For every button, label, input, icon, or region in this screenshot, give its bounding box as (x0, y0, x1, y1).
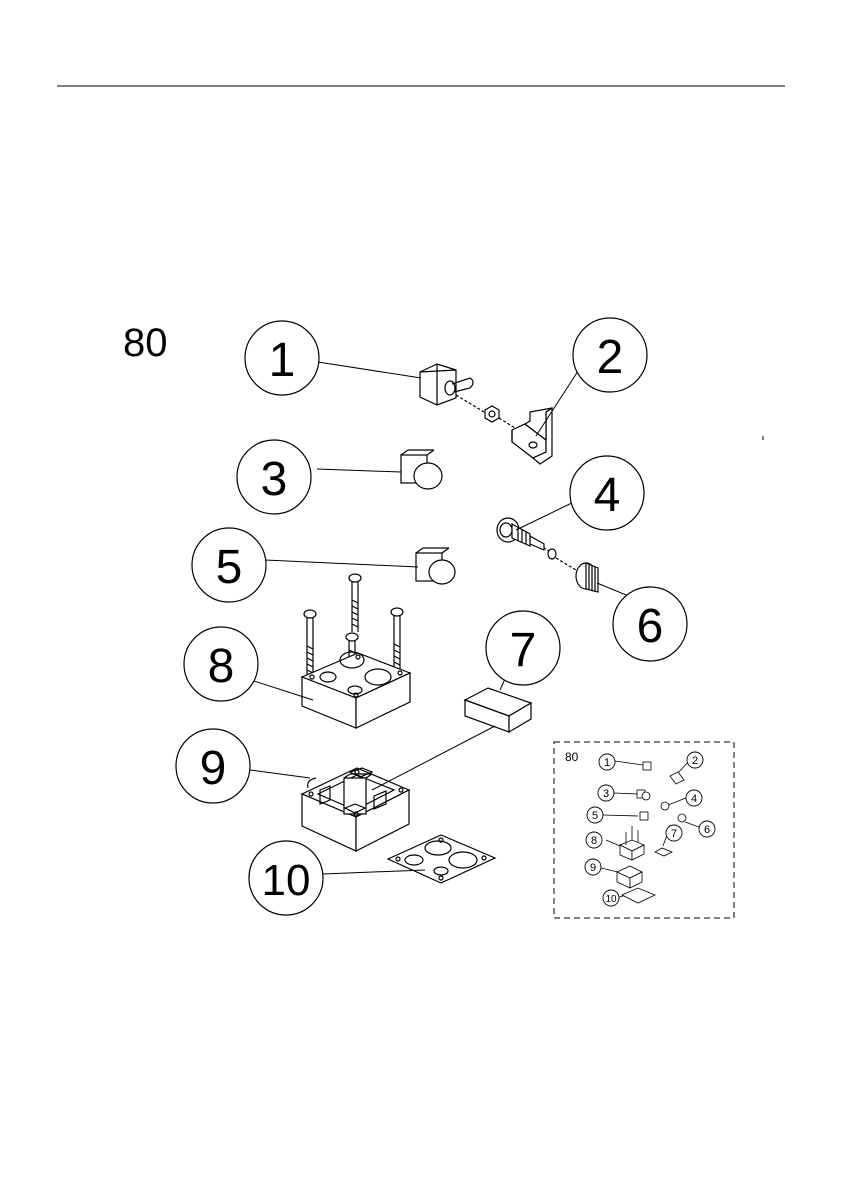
figure-label: 80 (123, 321, 168, 365)
potentiometer-part (497, 518, 576, 570)
callout-9: 9 (176, 729, 250, 803)
callout-10: 10 (249, 841, 323, 915)
bracket-part (512, 408, 552, 464)
callout-4: 4 (570, 456, 644, 530)
inset-callout-4: 4 (691, 793, 697, 805)
callout-4-label: 4 (594, 469, 621, 522)
callout-8: 8 (184, 627, 258, 701)
callout-5-label: 5 (216, 541, 243, 594)
knob-part (576, 563, 598, 592)
callout-1: 1 (245, 321, 319, 395)
bottom-box-part (302, 768, 409, 851)
callout-8-label: 8 (208, 640, 235, 693)
callout-7-label: 7 (510, 624, 537, 677)
inset-callout-2: 2 (692, 755, 698, 767)
pushbutton-part-5 (416, 548, 455, 584)
inset-callout-6: 6 (704, 824, 710, 836)
inset-callout-5: 5 (592, 810, 598, 822)
callout-5: 5 (192, 528, 266, 602)
callout-10-label: 10 (262, 856, 311, 905)
inset-callout-9: 9 (590, 862, 596, 874)
callout-2: 2 (573, 318, 647, 392)
inset-callout-7: 7 (671, 828, 677, 840)
inset-callout-1: 1 (604, 757, 610, 769)
callout-3-label: 3 (261, 453, 288, 506)
inset-overview: 80 (554, 742, 734, 918)
callout-1-label: 1 (269, 334, 296, 387)
callout-2-label: 2 (597, 331, 624, 384)
toggle-switch-part (420, 364, 515, 428)
pushbutton-part-3 (401, 450, 442, 489)
callout-6-label: 6 (637, 600, 664, 653)
gasket-part (388, 835, 495, 883)
callout-6: 6 (613, 587, 687, 661)
inset-callout-8: 8 (591, 835, 597, 847)
callout-3: 3 (237, 440, 311, 514)
inset-callout-10: 10 (605, 894, 617, 905)
foam-block-part (465, 688, 531, 732)
callout-7: 7 (486, 611, 560, 685)
inset-callout-3: 3 (603, 788, 609, 800)
callout-9-label: 9 (200, 742, 227, 795)
inset-label: 80 (565, 750, 579, 764)
